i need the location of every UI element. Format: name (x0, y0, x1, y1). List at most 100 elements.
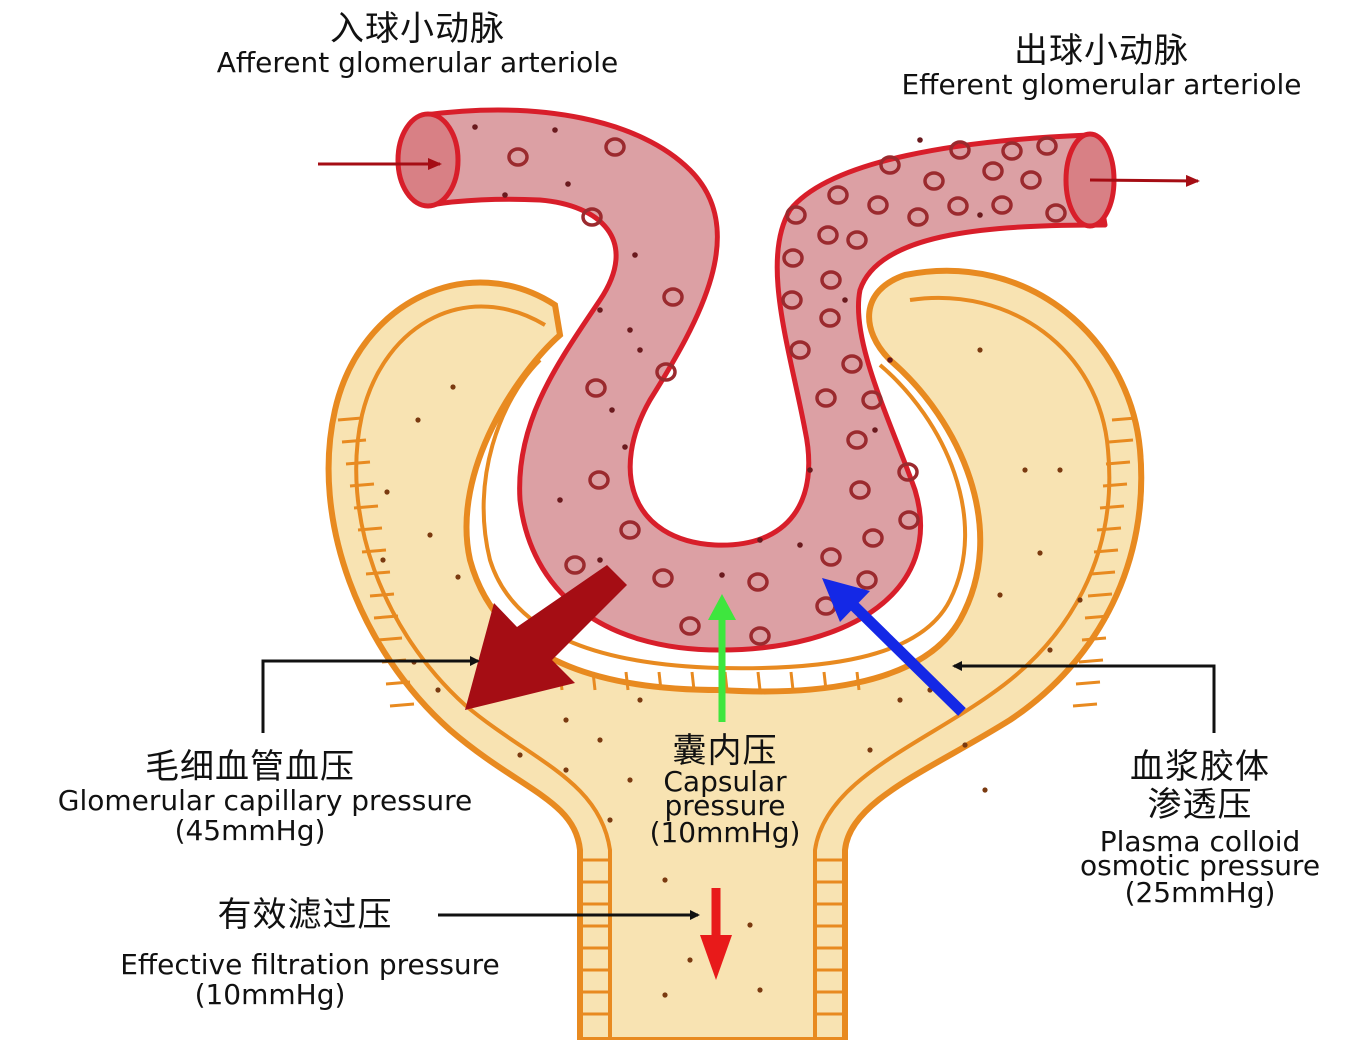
colloid-pressure-label: 血浆胶体 渗透压 Plasma colloid osmotic pressure… (1052, 748, 1348, 908)
epithelial-cell-wall (857, 672, 859, 690)
epithelial-cell-wall (1073, 704, 1097, 706)
filtrate-particle (962, 742, 967, 747)
epithelial-cell-wall (1100, 506, 1124, 508)
filtrate-particle (687, 957, 692, 962)
epithelial-cell-wall (386, 682, 410, 684)
epithelial-cell-wall (692, 672, 694, 690)
capsule-body (329, 271, 1142, 1040)
filtrate-particle (1037, 550, 1042, 555)
epithelial-cell-wall (374, 616, 398, 618)
plasma-particle (565, 181, 571, 187)
filtrate-particle (427, 532, 432, 537)
colloid-pressure-value: (25mmHg) (1052, 878, 1348, 908)
epithelial-cell-wall (593, 672, 595, 690)
epithelial-cell-wall (342, 440, 366, 442)
filtrate-particle (597, 737, 602, 742)
plasma-particle (977, 212, 983, 218)
colloid-pressure-en-2: osmotic pressure (1052, 854, 1348, 878)
filtrate-particle (997, 592, 1002, 597)
filtrate-particle (415, 417, 420, 422)
capillary-pressure-label: 毛细血管血压 Glomerular capillary pressure (45… (10, 748, 520, 846)
filtrate-particle (450, 384, 455, 389)
afferent-label-zh: 入球小动脉 (180, 10, 655, 48)
epithelial-cell-wall (791, 672, 793, 690)
plasma-particle (637, 347, 643, 353)
epithelial-cell-wall (626, 672, 628, 690)
colloid-pressure-zh-1: 血浆胶体 (1052, 748, 1348, 786)
effective-pressure-zh-label: 有效滤过压 (185, 896, 425, 934)
epithelial-cell-wall (1106, 462, 1130, 464)
filtrate-particle (435, 687, 440, 692)
afferent-label: 入球小动脉 Afferent glomerular arteriole (180, 10, 655, 78)
plasma-particle (552, 127, 558, 133)
efferent-label-en: Efferent glomerular arteriole (864, 70, 1339, 100)
afferent-opening (398, 114, 458, 206)
effective-pressure-en: Effective filtration pressure (80, 950, 540, 980)
epithelial-cell-wall (1097, 528, 1121, 530)
capsular-pressure-value: (10mmHg) (640, 818, 810, 848)
filtrate-particle (977, 347, 982, 352)
outflow-arrow (1090, 180, 1198, 181)
epithelial-cell-wall (1103, 484, 1127, 486)
filtrate-particle (1022, 467, 1027, 472)
efferent-label: 出球小动脉 Efferent glomerular arteriole (864, 32, 1339, 100)
effective-pressure-value: (10mmHg) (0, 980, 540, 1010)
epithelial-cell-wall (354, 506, 378, 508)
epithelial-cell-wall (659, 672, 661, 690)
plasma-particle (627, 327, 633, 333)
filtrate-particle (563, 717, 568, 722)
filtrate-particle (982, 787, 987, 792)
colloid-pressure-zh-2: 渗透压 (1052, 786, 1348, 824)
filtrate-particle (455, 574, 460, 579)
epithelial-cell-wall (378, 638, 402, 640)
plasma-particle (719, 572, 725, 578)
epithelial-cell-wall (338, 418, 362, 420)
efferent-label-zh: 出球小动脉 (864, 32, 1339, 70)
epithelial-cell-wall (824, 672, 826, 690)
plasma-particle (917, 137, 923, 143)
epithelial-cell-wall (1088, 594, 1112, 596)
plasma-particle (502, 192, 508, 198)
plasma-particle (622, 444, 628, 450)
epithelial-cell-wall (362, 550, 386, 552)
plasma-particle (609, 407, 615, 413)
epithelial-cell-wall (1094, 550, 1118, 552)
epithelial-cell-wall (758, 672, 760, 690)
plasma-particle (797, 542, 803, 548)
plasma-particle (887, 357, 893, 363)
plasma-particle (807, 467, 813, 473)
filtrate-particle (563, 767, 568, 772)
bowman-capsule (329, 271, 1142, 1040)
plasma-particle (632, 252, 638, 258)
filtrate-particle (662, 877, 667, 882)
plasma-particle (557, 497, 563, 503)
afferent-label-en: Afferent glomerular arteriole (180, 48, 655, 78)
plasma-particle (472, 124, 478, 130)
capillary-pressure-value: (45mmHg) (0, 816, 520, 846)
filtrate-particle (384, 489, 389, 494)
filtrate-particle (607, 817, 612, 822)
epithelial-cell-wall (1109, 440, 1133, 442)
epithelial-cell-wall (350, 484, 374, 486)
epithelial-cell-wall (1082, 638, 1106, 640)
filtrate-particle (637, 697, 642, 702)
filtrate-particle (627, 777, 632, 782)
plasma-particle (872, 427, 878, 433)
filtrate-particle (662, 992, 667, 997)
epithelial-cell-wall (370, 594, 394, 596)
epithelial-cell-wall (1112, 418, 1136, 420)
epithelial-cell-wall (1091, 572, 1115, 574)
filtrate-particle (1057, 467, 1062, 472)
epithelial-cell-wall (1085, 616, 1109, 618)
plasma-particle (757, 537, 763, 543)
epithelial-cell-wall (358, 528, 382, 530)
plasma-particle (842, 297, 848, 303)
filtrate-particle (1047, 647, 1052, 652)
capsular-pressure-label: 囊内压 Capsular pressure (10mmHg) (640, 732, 810, 848)
capillary-pressure-en: Glomerular capillary pressure (10, 786, 520, 816)
epithelial-cell-wall (390, 704, 414, 706)
epithelial-cell-wall (1079, 660, 1103, 662)
effective-pressure-zh: 有效滤过压 (185, 896, 425, 934)
epithelial-cell-wall (366, 572, 390, 574)
effective-pressure-label: Effective filtration pressure (10mmHg) (80, 950, 540, 1010)
